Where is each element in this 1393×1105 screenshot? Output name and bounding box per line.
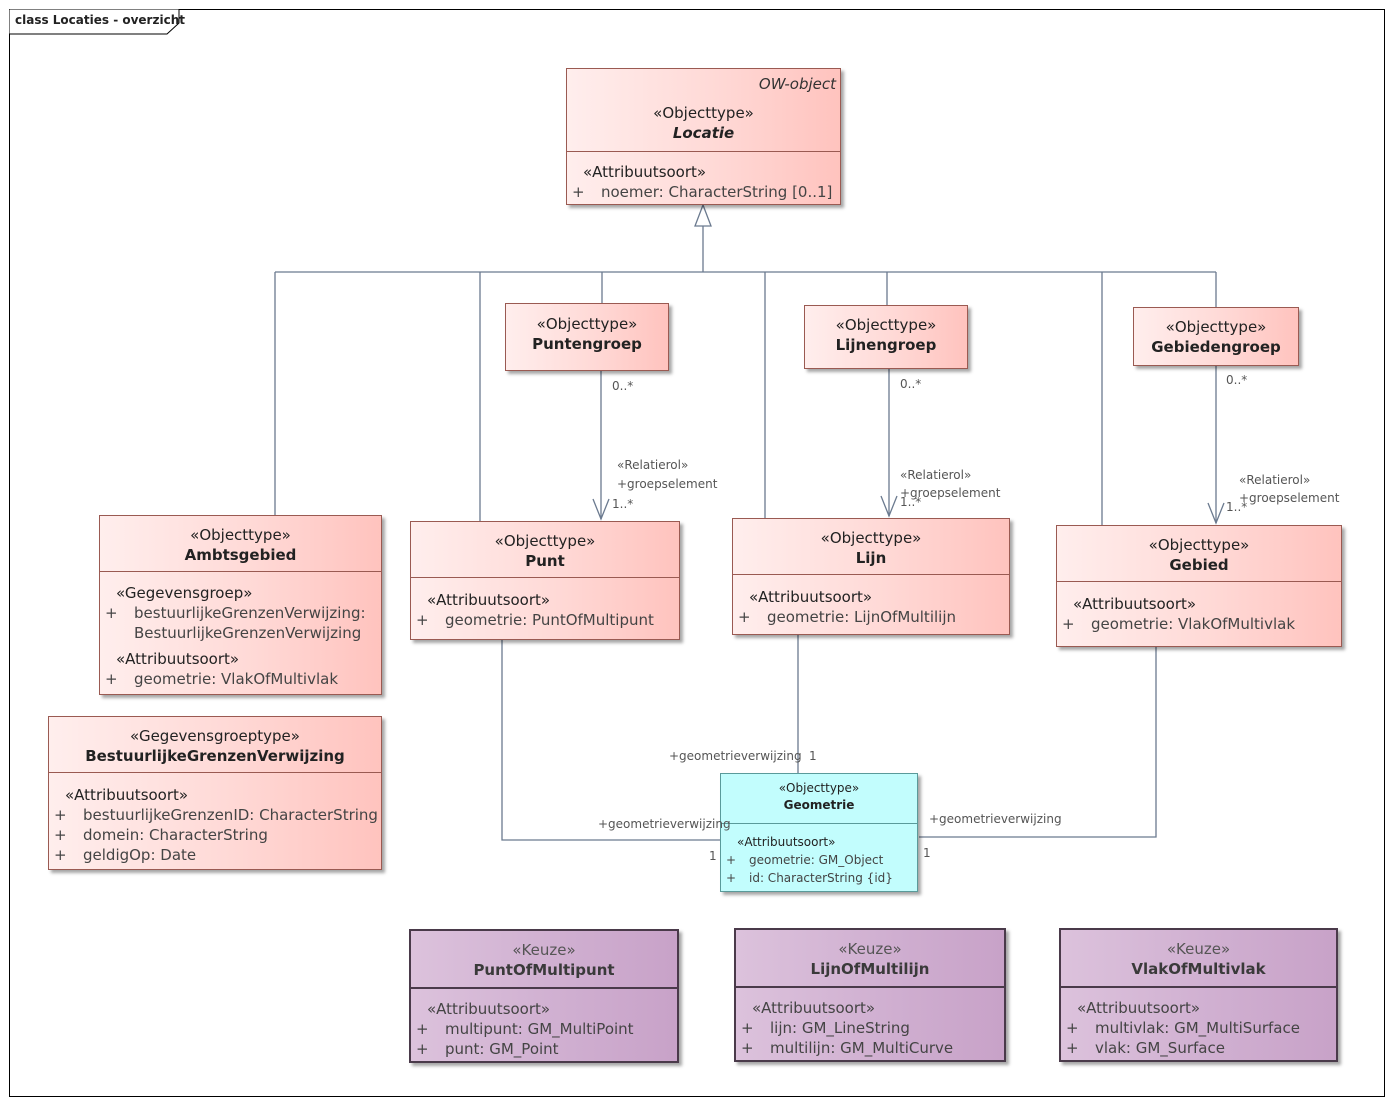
class-puntengroep[interactable]: «Objecttype» Puntengroep xyxy=(505,303,669,371)
class-lijnofmultilijn[interactable]: «Keuze» LijnOfMultilijn «Attribuutsoort»… xyxy=(734,928,1006,1062)
attribute-noemer: +noemer: CharacterString [0..1] xyxy=(572,183,833,201)
attribute-id: +id: CharacterString {id} xyxy=(726,871,893,885)
compartment-stereotype: «Attribuutsoort» xyxy=(1077,999,1201,1017)
class-name: Ambtsgebied xyxy=(184,546,297,564)
class-stereotype: «Objecttype» xyxy=(1148,536,1250,554)
diagram-frame xyxy=(9,9,1385,1097)
attribute-multivlak: +multivlak: GM_MultiSurface xyxy=(1066,1019,1300,1037)
class-stereotype: «Keuze» xyxy=(1166,940,1231,958)
compartment-stereotype: «Attribuutsoort» xyxy=(427,1000,551,1018)
class-name: Gebied xyxy=(1169,556,1229,574)
compartment-stereotype: «Attribuutsoort» xyxy=(583,163,707,181)
class-stereotype: «Objecttype» xyxy=(820,529,922,547)
class-gebied[interactable]: «Objecttype» Gebied «Attribuutsoort» +ge… xyxy=(1056,525,1342,647)
class-puntofmultipunt[interactable]: «Keuze» PuntOfMultipunt «Attribuutsoort»… xyxy=(409,929,679,1063)
role-stereotype-label: «Relatierol» xyxy=(900,468,972,482)
class-geometrie[interactable]: «Objecttype» Geometrie «Attribuutsoort» … xyxy=(720,773,918,892)
multiplicity-label: 1..* xyxy=(900,495,922,509)
attribute-geometrie: +geometrie: VlakOfMultivlak xyxy=(105,670,339,688)
generalization-arrowhead xyxy=(694,203,712,227)
arrow-lijnengroep-lijn xyxy=(880,495,898,518)
class-stereotype: «Objecttype» xyxy=(835,316,937,334)
multiplicity-label: 1 xyxy=(923,846,931,860)
multiplicity-label: 1 xyxy=(809,749,817,763)
assoc-gebied-geometrie xyxy=(919,647,1157,838)
class-stereotype: «Objecttype» xyxy=(778,781,860,795)
class-name: Lijnengroep xyxy=(835,336,937,354)
attribute-multilijn: +multilijn: GM_MultiCurve xyxy=(741,1039,954,1057)
attribute-geometrie: +geometrie: GM_Object xyxy=(726,853,884,867)
multiplicity-label: 1 xyxy=(709,849,717,863)
class-name: Punt xyxy=(525,552,565,570)
class-punt[interactable]: «Objecttype» Punt «Attribuutsoort» +geom… xyxy=(410,521,680,640)
attribute-geometrie: +geometrie: PuntOfMultipunt xyxy=(416,611,654,629)
compartment-stereotype: «Gegevensgroep» xyxy=(116,584,253,602)
class-name: Geometrie xyxy=(783,798,855,812)
multiplicity-label: 1..* xyxy=(1226,500,1248,514)
attribute-geldigop: +geldigOp: Date xyxy=(54,846,197,864)
attribute-vlak: +vlak: GM_Surface xyxy=(1066,1039,1225,1057)
role-name-label: +geometrieverwijzing xyxy=(598,817,731,831)
class-name: Locatie xyxy=(672,124,735,142)
multiplicity-label: 1..* xyxy=(612,497,634,511)
class-name: VlakOfMultivlak xyxy=(1131,960,1266,978)
class-tag: OW-object xyxy=(758,75,836,93)
class-stereotype: «Keuze» xyxy=(838,940,902,958)
class-vlakofmultivlak[interactable]: «Keuze» VlakOfMultivlak «Attribuutsoort»… xyxy=(1059,928,1338,1062)
compartment-stereotype: «Attribuutsoort» xyxy=(749,588,873,606)
role-name-label: +groepselement xyxy=(1239,491,1340,505)
attribute-lijn: +lijn: GM_LineString xyxy=(741,1019,910,1037)
arrow-puntengroep-punt xyxy=(592,498,610,521)
compartment-stereotype: «Attribuutsoort» xyxy=(752,999,876,1017)
class-gebiedengroep[interactable]: «Objecttype» Gebiedengroep xyxy=(1133,307,1299,366)
class-stereotype: «Objecttype» xyxy=(494,532,596,550)
class-stereotype: «Gegevensgroeptype» xyxy=(130,727,300,745)
attribute-geometrie: +geometrie: VlakOfMultivlak xyxy=(1062,615,1296,633)
compartment-stereotype: «Attribuutsoort» xyxy=(427,591,551,609)
role-name-label: +geometrieverwijzing xyxy=(669,749,802,763)
attribute-punt: +punt: GM_Point xyxy=(416,1040,559,1058)
multiplicity-label: 0..* xyxy=(1226,373,1248,387)
class-ambtsgebied[interactable]: «Objecttype» Ambtsgebied «Gegevensgroep»… xyxy=(99,515,382,695)
class-stereotype: «Keuze» xyxy=(512,941,576,959)
role-name-label: +groepselement xyxy=(617,477,718,491)
assoc-punt-geometrie xyxy=(501,640,721,841)
class-stereotype: «Objecttype» xyxy=(190,526,291,544)
compartment-stereotype: «Attribuutsoort» xyxy=(116,650,240,668)
class-lijn[interactable]: «Objecttype» Lijn «Attribuutsoort» +geom… xyxy=(732,518,1010,635)
class-name: LijnOfMultilijn xyxy=(810,960,930,978)
attribute-domein: +domein: CharacterString xyxy=(54,826,268,844)
class-name: Puntengroep xyxy=(532,335,642,353)
attribute-geometrie: +geometrie: LijnOfMultilijn xyxy=(738,608,956,626)
class-bestuurlijkegrenzenverwijzing[interactable]: «Gegevensgroeptype» BestuurlijkeGrenzenV… xyxy=(48,716,382,870)
class-lijnengroep[interactable]: «Objecttype» Lijnengroep xyxy=(804,305,968,369)
class-name: Lijn xyxy=(855,549,887,567)
class-name: PuntOfMultipunt xyxy=(473,961,615,979)
attribute-bestuurlijkegrenzenid: +bestuurlijkeGrenzenID: CharacterString xyxy=(54,806,378,824)
attribute-multipunt: +multipunt: GM_MultiPoint xyxy=(416,1020,634,1038)
compartment-stereotype: «Attribuutsoort» xyxy=(737,835,836,849)
class-stereotype: «Objecttype» xyxy=(536,315,638,333)
frame-tab xyxy=(9,9,180,35)
arrow-gebiedengroep-gebied xyxy=(1207,502,1225,525)
role-name-label: +geometrieverwijzing xyxy=(929,812,1062,826)
class-name: Gebiedengroep xyxy=(1151,338,1281,356)
class-name: BestuurlijkeGrenzenVerwijzing xyxy=(85,747,345,765)
compartment-stereotype: «Attribuutsoort» xyxy=(65,786,189,804)
role-stereotype-label: «Relatierol» xyxy=(617,458,689,472)
multiplicity-label: 0..* xyxy=(612,379,634,393)
compartment-stereotype: «Attribuutsoort» xyxy=(1073,595,1197,613)
role-name-label: +groepselement xyxy=(900,486,1001,500)
role-stereotype-label: «Relatierol» xyxy=(1239,473,1311,487)
attribute-bestuurlijkegrenzenverwijzing: +bestuurlijkeGrenzenVerwijzing:Bestuurli… xyxy=(105,604,366,642)
class-stereotype: «Objecttype» xyxy=(1165,318,1267,336)
diagram-title: class Locaties - overzicht xyxy=(15,13,185,27)
class-locatie[interactable]: OW-object «Objecttype» Locatie «Attribuu… xyxy=(566,68,841,205)
class-stereotype: «Objecttype» xyxy=(653,104,754,122)
multiplicity-label: 0..* xyxy=(900,377,922,391)
